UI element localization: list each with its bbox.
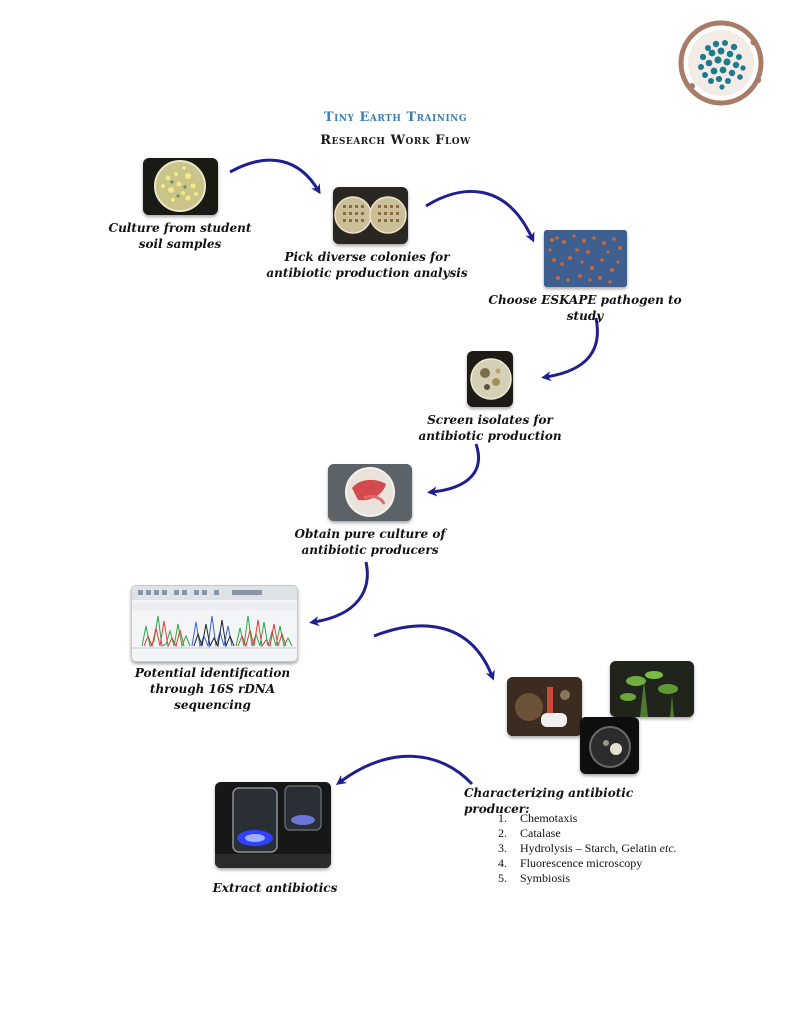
arrow-6: [373, 624, 495, 681]
arrow-2: [425, 190, 535, 243]
characterization-photo-1: [507, 677, 582, 736]
list-item: 5.Symbiosis: [498, 871, 571, 885]
step-8-label: Extract antibiotics: [212, 881, 338, 895]
step-4-label: Screen isolates for antibiotic productio…: [418, 413, 562, 443]
sequencing-chromatogram-image: [131, 585, 298, 662]
step-5-label: Obtain pure culture of antibiotic produc…: [294, 527, 446, 557]
arrow-5: [309, 561, 369, 627]
arrow-1: [229, 158, 321, 195]
page-subtitle: Research Work Flow: [320, 133, 471, 148]
list-item: 3.Hydrolysis – Starch, Gelatin etc.: [498, 841, 677, 855]
characterization-photo-3: [580, 717, 639, 774]
tiny-earth-logo: [678, 20, 764, 106]
colony-plates-image: [333, 187, 408, 244]
characterization-photo-2: [610, 661, 694, 717]
screen-isolates-image: [467, 351, 513, 407]
list-item: 1.Chemotaxis: [498, 811, 578, 825]
eskape-pathogen-image: [544, 230, 627, 287]
step-2-label: Pick diverse colonies for antibiotic pro…: [266, 250, 468, 280]
list-item: 2.Catalase: [498, 826, 561, 840]
list-item: 4.Fluorescence microscopy: [498, 856, 643, 870]
pure-culture-image: [328, 464, 412, 521]
arrow-4: [427, 443, 481, 497]
soil-culture-image: [143, 158, 218, 215]
page-title: Tiny Earth Training: [323, 110, 468, 125]
extract-antibiotics-image: [215, 782, 331, 868]
step-6-label: Potential identification through 16S rDN…: [134, 666, 291, 712]
arrow-3: [541, 317, 599, 382]
characterization-list: 1.Chemotaxis 2.Catalase 3.Hydrolysis – S…: [498, 811, 718, 886]
step-7-label: Characterizing antibiotic producer:: [464, 786, 634, 816]
step-3-label: Choose ESKAPE pathogen to study: [488, 293, 682, 323]
step-1-label: Culture from student soil samples: [108, 221, 252, 251]
arrow-7: [335, 754, 474, 786]
